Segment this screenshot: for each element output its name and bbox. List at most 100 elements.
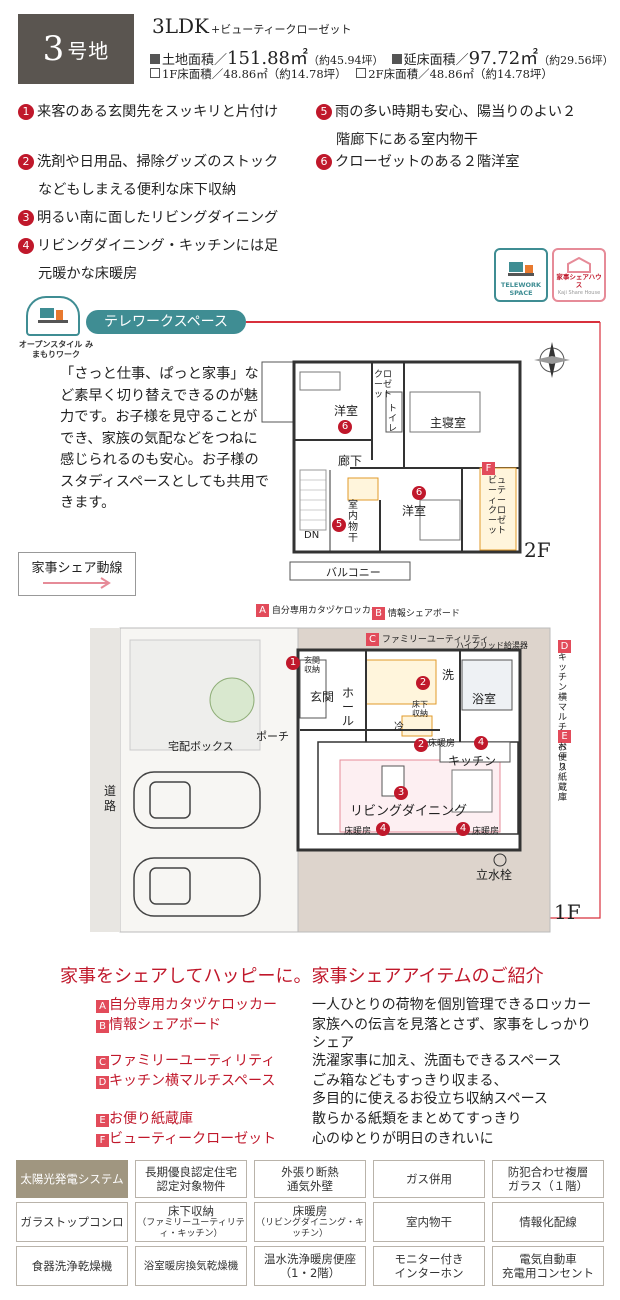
room-master: 主寝室 [430,416,467,430]
room-balcony: バルコニー [326,566,381,579]
marker-4: 4 [474,736,488,750]
telework-line [246,321,600,323]
arrow-right-icon [43,577,111,589]
room-underfloor: 床下収納 [412,700,428,718]
marker-1: 1 [286,656,300,670]
room-dn: DN [304,530,320,541]
floor-heat-dining: 床暖房 [472,827,500,837]
spec-wiring: 情報化配線 [492,1202,604,1242]
spec-text: ガス併用 [406,1172,452,1186]
share-house-badge-label: 家事シェアハウス [556,273,602,289]
desk-icon [38,308,68,323]
share-desc-a: 一人ひとりの荷物を個別管理できるロッカー [312,997,592,1013]
spec-text-2: 通気外壁 [287,1179,333,1193]
share-letter: E [96,1114,109,1127]
feature-number: 3 [18,210,34,226]
floor-area-label: 延床面積／ [403,53,469,68]
callout-c: C ファミリーユーティリティ [366,632,489,646]
share-house-badge: 家事シェアハウス Kaji Share House [552,248,606,302]
share-desc-b: 家族への伝言を見落とさず、家事をしっかり [312,1017,592,1033]
callout-c-label: ファミリーユーティリティ [381,635,489,645]
spec-gas: ガス併用 [373,1160,485,1198]
mimamori-label: オープンスタイル みまもりワーク [18,340,94,359]
room-closet: クローゼット [374,370,393,400]
spec-text-2: 認定対象物件 [156,1179,226,1193]
share-desc-b-cont: シェア [312,1035,354,1051]
mimamori-icon [26,296,80,336]
marker-d: D [558,640,571,653]
spec-text-2: ガラス（１階） [507,1179,589,1193]
room-drying: 室内物干 [348,500,358,544]
feature-4-cont: 元暖かな床暖房 [38,266,138,282]
spec-text: 情報化配線 [519,1215,577,1229]
floor-heat-kitchen: 床暖房 [428,739,456,749]
share-desc-d: ごみ箱などもすっきり収まる、 [312,1073,508,1089]
spec-small: （ファミリーユーティリティ・キッチン） [137,1218,245,1239]
spec-text: 電気自動車 [519,1252,577,1266]
share-house-badge-sub: Kaji Share House [557,290,601,296]
telework-badge-label: TELEWORK SPACE [500,281,542,297]
share-name: 情報シェアボード [109,1017,221,1033]
share-letter: B [96,1020,109,1033]
spec-insulation: 外張り断熱通気外壁 [254,1160,366,1198]
spec-washlet: 温水洗浄暖房便座（1・2階） [254,1246,366,1286]
room-wash: 洗 [442,668,455,682]
spec-solar: 太陽光発電システム [16,1160,128,1198]
floor-1f: 1F [554,900,581,924]
plan-type: 3LDK+ビューティークローゼット [150,14,352,38]
floor-2f: 2F [524,538,551,562]
spec-text: 温水洗浄暖房便座 [264,1252,356,1266]
feature-number: 1 [18,104,34,120]
callout-a-label: 自分専用カタヅケロッカー [271,606,380,616]
share-desc-c: 洗濯家事に加え、洗面もできるスペース [312,1053,562,1069]
f1-square-icon [150,68,160,78]
callout-e: Eお便り紙蔵庫 [558,730,574,803]
room-beauty: ビューティークローゼット [488,476,507,536]
telework-title: テレワークスペース [86,310,246,334]
spec-long-term: 長期優良認定住宅認定対象物件 [135,1160,247,1198]
room-bath: 浴室 [472,692,497,706]
marker-4: 4 [456,822,470,836]
room-kitchen: キッチン [448,754,497,768]
hydrant-label: 立水栓 [476,868,513,882]
share-letter: F [96,1134,109,1147]
callout-e-label: お便り紙蔵庫 [558,743,568,803]
share-name: 自分専用カタヅケロッカー [109,997,277,1013]
spec-ev-outlet: 電気自動車充電用コンセント [492,1246,604,1286]
spec-text: モニター付き [394,1252,464,1266]
feature-text: 洗剤や日用品、掃除グッズのストック [37,154,279,170]
feature-number: 2 [18,154,34,170]
floor-square-icon [391,54,402,64]
callout-b: B 情報シェアボード [372,606,460,620]
plan-type-suffix: +ビューティークローゼット [210,23,352,36]
spec-text-2: 充電用コンセント [502,1266,594,1280]
spec-text: 長期優良認定住宅 [145,1165,237,1179]
feature-text: 明るい南に面したリビングダイニング [37,210,279,226]
share-desc-f: 心のゆとりが明日のきれいに [312,1131,494,1147]
share-heading: 家事をシェアしてハッピーに。家事シェアアイテムのご紹介 [60,966,544,987]
area-row-main: 土地面積／151.88㎡（約45.94坪） 延床面積／97.72㎡（約29.56… [150,44,614,70]
spec-text: 室内物干 [406,1215,452,1229]
spec-text: 浴室暖房換気乾燥機 [143,1260,239,1272]
feature-number: 4 [18,238,34,254]
desk-chair-icon [508,262,534,276]
marker-4: 4 [376,822,390,836]
feature-5-cont: 階廊下にある室内物干 [336,132,478,148]
marker-f: F [482,462,495,475]
callout-d-label: キッチン横マルチスペース [558,653,568,773]
room-living: リビングダイニング [350,804,468,819]
callout-b-label: 情報シェアボード [387,609,460,619]
lot-suffix: 号地 [67,38,110,63]
land-area-value: 151.88㎡ [227,48,308,69]
land-square-icon [150,54,160,64]
plan-2f [261,342,570,581]
feature-number: 6 [316,154,332,170]
